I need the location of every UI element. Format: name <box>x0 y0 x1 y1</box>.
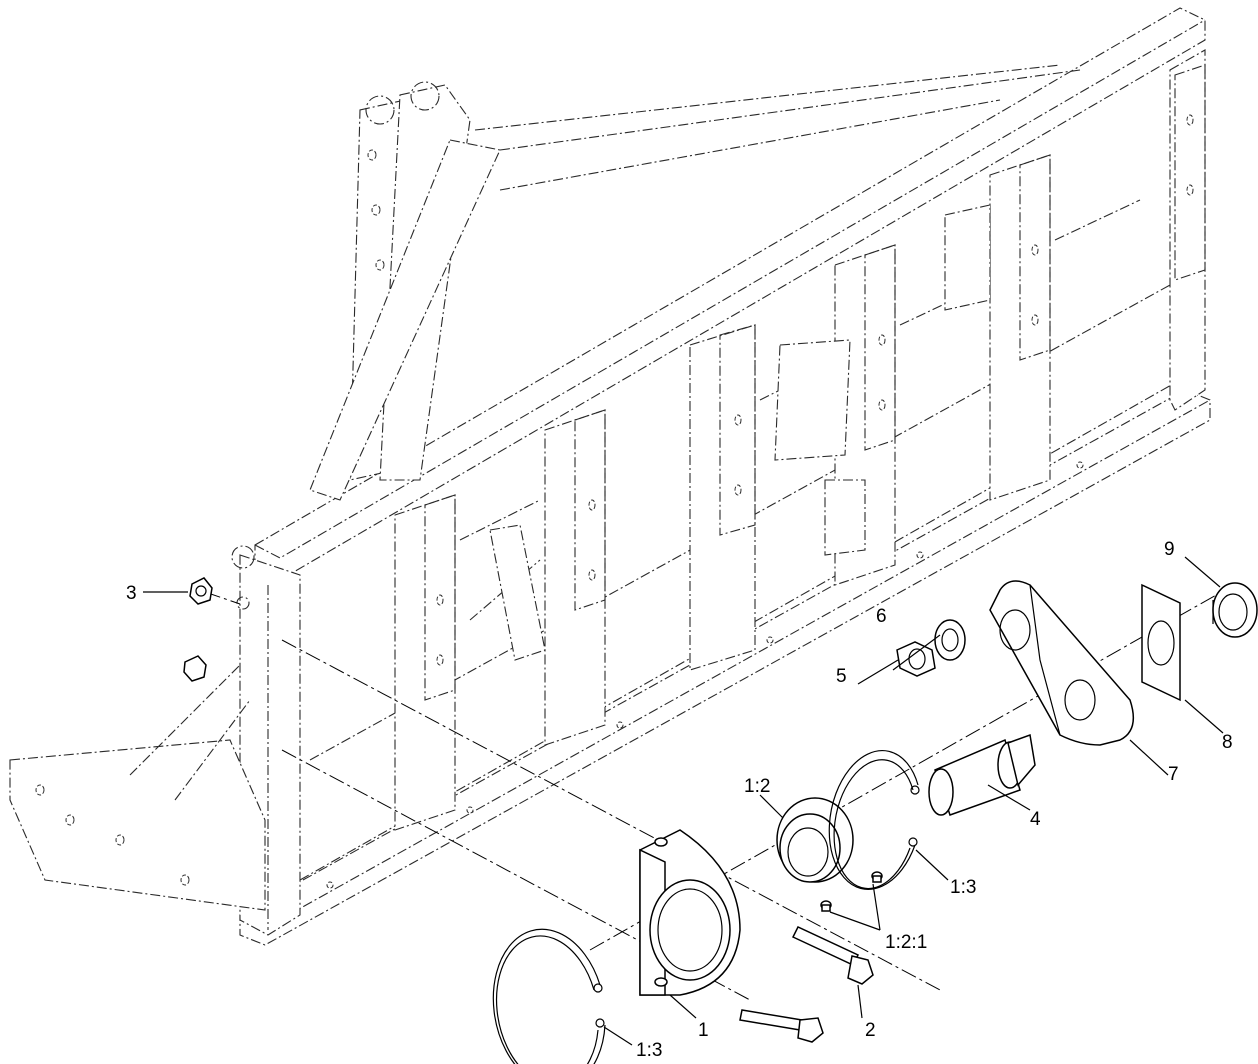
callout-9: 9 <box>1164 539 1175 560</box>
part-2-bolts <box>739 926 874 1043</box>
callout-labels: 3 9 6 5 8 7 1:2 4 1:3 1:2:1 1 2 1:3 <box>126 539 1233 1061</box>
callout-2: 2 <box>865 1020 876 1041</box>
callout-5: 5 <box>836 666 847 687</box>
part-3-nut <box>189 577 213 605</box>
part-1-3-retaining-ring-top <box>828 750 920 890</box>
leader-lines <box>143 556 1224 1046</box>
part-7-link-plate <box>989 580 1135 746</box>
callout-8: 8 <box>1222 732 1233 753</box>
part-8-shim-plate <box>1141 583 1181 702</box>
callout-1-3-top: 1:3 <box>950 877 976 898</box>
callout-1-2-1: 1:2:1 <box>885 932 927 953</box>
part-1-3-retaining-ring-bottom <box>492 928 606 1064</box>
part-5-nut <box>896 641 936 677</box>
part-4-shaft <box>928 733 1036 816</box>
callout-6: 6 <box>876 606 887 627</box>
boom-frame-phantom <box>9 7 1211 946</box>
callout-7: 7 <box>1168 764 1179 785</box>
part-9-jam-nut <box>1212 582 1258 638</box>
callout-3: 3 <box>126 583 137 604</box>
callout-4: 4 <box>1030 809 1041 830</box>
callout-1-3-bottom: 1:3 <box>636 1040 662 1061</box>
callout-1: 1 <box>698 1020 709 1041</box>
part-1-bearing-housing <box>639 829 741 996</box>
part-6-washer <box>934 619 966 661</box>
extra-nut <box>183 655 207 682</box>
callout-1-2: 1:2 <box>744 776 770 797</box>
part-1-2-1-set-screws <box>820 871 883 912</box>
